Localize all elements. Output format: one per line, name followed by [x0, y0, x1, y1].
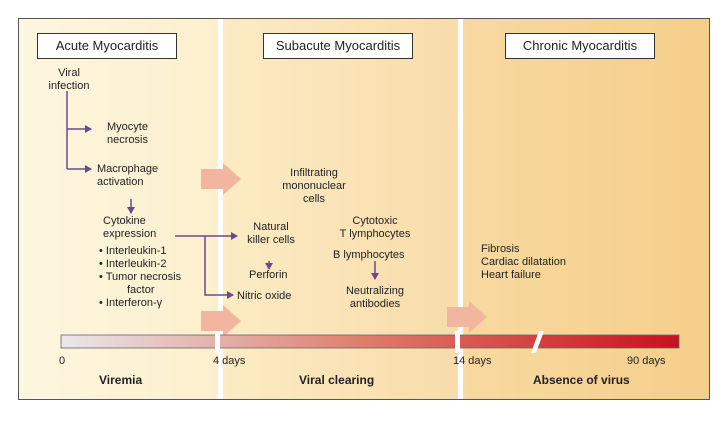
viral-infection-label: Viral infection — [39, 67, 99, 93]
cytotoxic-label: Cytotoxic T lymphocytes — [331, 215, 419, 241]
phase-separator — [458, 19, 463, 399]
tick-90-days: 90 days — [627, 355, 666, 367]
big-arrow — [201, 305, 241, 337]
text-line: Cytokine — [103, 215, 146, 227]
header-subacute: Subacute Myocarditis — [263, 33, 413, 59]
list-item: • Interleukin-2 — [99, 258, 167, 270]
phase-viremia: Viremia — [99, 373, 143, 387]
nitric-oxide-label: Nitric oxide — [237, 290, 292, 302]
text-line: antibodies — [349, 298, 401, 310]
text-line: Macrophage — [97, 163, 159, 175]
perforin-label: Perforin — [249, 269, 288, 281]
big-arrow — [447, 301, 487, 333]
text-line: T lymphocytes — [339, 228, 411, 240]
header-chronic: Chronic Myocarditis — [505, 33, 655, 59]
phase-separator — [218, 19, 223, 399]
list-item: Fibrosis — [481, 243, 520, 255]
big-arrow — [201, 163, 241, 195]
natural-killer-label: Natural killer cells — [239, 221, 303, 247]
header-acute: Acute Myocarditis — [37, 33, 177, 59]
neutralizing-antibodies-label: Neutralizing antibodies — [331, 285, 419, 311]
list-item: Heart failure — [481, 269, 541, 281]
chronic-outcomes: Fibrosis Cardiac dilatation Heart failur… — [481, 243, 566, 282]
text-line: Myocyte — [107, 121, 148, 133]
cytokine-expression-label: Cytokine expression — [103, 215, 156, 241]
list-item: • Interferon-γ — [99, 297, 163, 309]
arrows-layer — [60, 91, 680, 353]
phase-viral-clearing: Viral clearing — [299, 373, 375, 387]
text-line: Cytotoxic — [352, 215, 398, 227]
text-line: Natural — [253, 221, 289, 233]
cytokine-list: • Interleukin-1 • Interleukin-2 • Tumor … — [99, 245, 181, 310]
diagram-frame: Acute Myocarditis Subacute Myocarditis C… — [18, 18, 710, 400]
acute-flow-arrows — [66, 91, 379, 299]
text-line: infection — [48, 80, 90, 92]
text-line: Infiltrating — [290, 167, 338, 179]
phase-absence-of-virus: Absence of virus — [533, 373, 630, 387]
tick-4-days: 4 days — [213, 355, 246, 367]
list-item: • Tumor necrosis — [99, 271, 182, 283]
tick-14-days: 14 days — [453, 355, 492, 367]
myocyte-necrosis-label: Myocyte necrosis — [107, 121, 148, 147]
text-line: mononuclear — [282, 180, 346, 192]
timeline-bar — [60, 334, 680, 349]
timeline-axis-break — [531, 331, 544, 353]
list-item: factor — [127, 284, 155, 296]
text-line: necrosis — [107, 134, 148, 146]
infiltrating-cells-label: Infiltrating mononuclear cells — [267, 167, 361, 206]
list-item: • Interleukin-1 — [99, 245, 167, 257]
timeline-break — [455, 331, 460, 353]
tick-0: 0 — [59, 355, 66, 367]
text-line: cells — [302, 193, 325, 205]
text-line: activation — [97, 176, 144, 188]
text-line: Viral — [58, 67, 80, 79]
text-line: Neutralizing — [345, 285, 405, 297]
timeline-break — [215, 331, 220, 353]
text-line: killer cells — [247, 234, 295, 246]
text-line: expression — [103, 228, 157, 240]
macrophage-activation-label: Macrophage activation — [97, 163, 158, 189]
list-item: Cardiac dilatation — [481, 256, 566, 268]
b-lymphocytes-label: B lymphocytes — [333, 249, 405, 261]
